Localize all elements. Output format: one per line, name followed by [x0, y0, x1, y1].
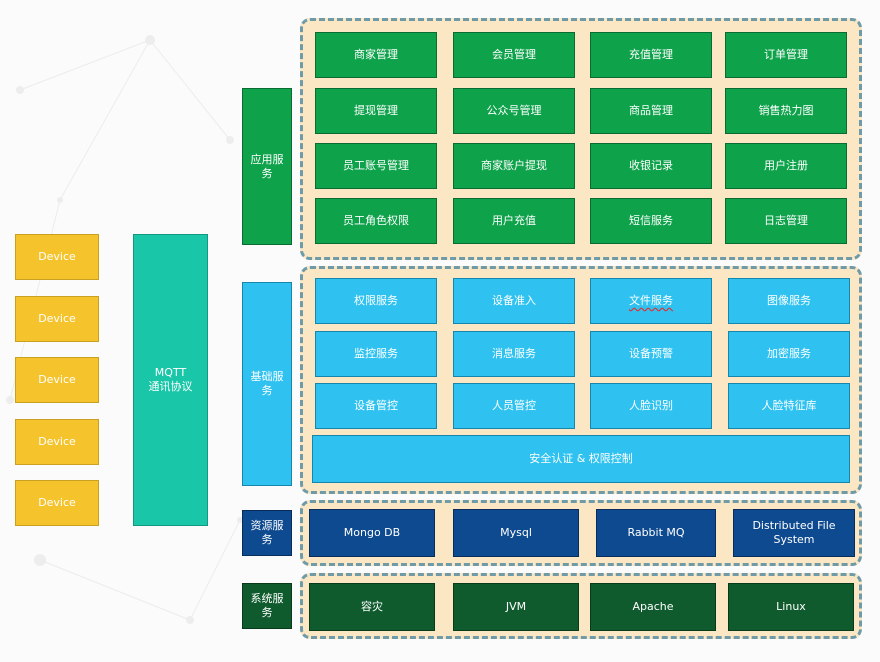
- service-label: 公众号管理: [486, 104, 542, 118]
- app-service-box: 充值管理: [590, 32, 712, 78]
- security-auth-box: 安全认证 & 权限控制: [312, 435, 850, 483]
- app-service-box: 短信服务: [590, 198, 712, 244]
- resource-box: Rabbit MQ: [596, 509, 716, 557]
- base-service-box: 文件服务: [590, 278, 712, 324]
- base-service-box: 权限服务: [315, 278, 437, 324]
- resource-box: Distributed File System: [733, 509, 855, 557]
- service-label: 人脸特征库: [761, 399, 817, 413]
- service-label: 文件服务: [629, 294, 673, 308]
- service-label: 设备准入: [492, 294, 536, 308]
- service-label: 人员管控: [492, 399, 536, 413]
- service-label: 提现管理: [354, 104, 398, 118]
- system-label: Linux: [776, 600, 806, 614]
- service-label: 人脸识别: [629, 399, 673, 413]
- base-service-box: 人脸特征库: [728, 383, 850, 429]
- device-box: Device: [15, 480, 99, 526]
- app-service-box: 商家账户提现: [453, 143, 575, 189]
- base-service-box: 人脸识别: [590, 383, 712, 429]
- system-box: Apache: [590, 583, 716, 631]
- device-label: Device: [38, 250, 76, 264]
- app-service-box: 公众号管理: [453, 88, 575, 134]
- service-label: 收银记录: [629, 159, 673, 173]
- service-label: 权限服务: [354, 294, 398, 308]
- service-label: 订单管理: [764, 48, 808, 62]
- layer-label-base: 基础服务: [242, 282, 292, 486]
- system-box: 容灾: [309, 583, 435, 631]
- resource-label: Mysql: [500, 526, 532, 540]
- service-label: 设备预警: [629, 347, 673, 361]
- device-label: Device: [38, 312, 76, 326]
- service-label: 商家管理: [354, 48, 398, 62]
- resource-label: Mongo DB: [343, 526, 401, 540]
- layer-label-app: 应用服务: [242, 88, 292, 245]
- layer-label-text: 系统服务: [250, 592, 284, 619]
- app-service-box: 用户注册: [725, 143, 847, 189]
- app-service-box: 销售热力图: [725, 88, 847, 134]
- resource-label: Distributed File System: [752, 519, 836, 546]
- resource-box: Mysql: [453, 509, 579, 557]
- app-service-box: 商品管理: [590, 88, 712, 134]
- layer-label-text: 应用服务: [250, 152, 284, 180]
- system-box: Linux: [728, 583, 854, 631]
- device-label: Device: [38, 496, 76, 510]
- service-label: 设备管控: [354, 399, 398, 413]
- mqtt-subtitle: 通讯协议: [148, 380, 193, 393]
- app-service-box: 员工角色权限: [315, 198, 437, 244]
- layer-label-system: 系统服务: [242, 583, 292, 629]
- device-box: Device: [15, 357, 99, 403]
- mqtt-protocol-box: MQTT 通讯协议: [133, 234, 208, 526]
- service-label: 员工账号管理: [343, 159, 409, 173]
- layer-label-text: 资源服务: [250, 519, 284, 546]
- app-service-box: 提现管理: [315, 88, 437, 134]
- device-label: Device: [38, 373, 76, 387]
- app-service-box: 会员管理: [453, 32, 575, 78]
- device-box: Device: [15, 419, 99, 465]
- layer-label-resource: 资源服务: [242, 510, 292, 556]
- base-service-box: 消息服务: [453, 331, 575, 377]
- service-label: 用户充值: [492, 214, 536, 228]
- system-box: JVM: [453, 583, 579, 631]
- base-service-box: 设备管控: [315, 383, 437, 429]
- app-service-box: 收银记录: [590, 143, 712, 189]
- app-service-box: 订单管理: [725, 32, 847, 78]
- service-label: 充值管理: [629, 48, 673, 62]
- system-label: 容灾: [361, 600, 383, 614]
- layer-label-text: 基础服务: [250, 370, 284, 397]
- security-label: 安全认证 & 权限控制: [529, 452, 633, 466]
- service-label: 图像服务: [767, 294, 811, 308]
- service-label: 员工角色权限: [343, 214, 409, 228]
- service-label: 商品管理: [629, 104, 673, 118]
- service-label: 加密服务: [767, 347, 811, 361]
- resource-label: Rabbit MQ: [627, 526, 685, 540]
- base-service-box: 监控服务: [315, 331, 437, 377]
- app-service-box: 日志管理: [725, 198, 847, 244]
- mqtt-title: MQTT: [154, 366, 187, 380]
- base-service-box: 图像服务: [728, 278, 850, 324]
- service-label: 消息服务: [492, 347, 536, 361]
- app-service-box: 员工账号管理: [315, 143, 437, 189]
- base-service-box: 设备准入: [453, 278, 575, 324]
- resource-box: Mongo DB: [309, 509, 435, 557]
- service-label: 短信服务: [629, 214, 673, 228]
- device-label: Device: [38, 435, 76, 449]
- service-label: 会员管理: [492, 48, 536, 62]
- system-label: JVM: [505, 600, 527, 614]
- base-service-box: 人员管控: [453, 383, 575, 429]
- service-label: 商家账户提现: [481, 159, 547, 173]
- service-label: 销售热力图: [758, 104, 814, 118]
- service-label: 监控服务: [354, 347, 398, 361]
- device-box: Device: [15, 234, 99, 280]
- system-label: Apache: [632, 600, 674, 614]
- device-box: Device: [15, 296, 99, 342]
- base-service-box: 设备预警: [590, 331, 712, 377]
- app-service-box: 商家管理: [315, 32, 437, 78]
- app-service-box: 用户充值: [453, 198, 575, 244]
- service-label: 用户注册: [764, 159, 808, 173]
- service-label: 日志管理: [764, 214, 808, 228]
- base-service-box: 加密服务: [728, 331, 850, 377]
